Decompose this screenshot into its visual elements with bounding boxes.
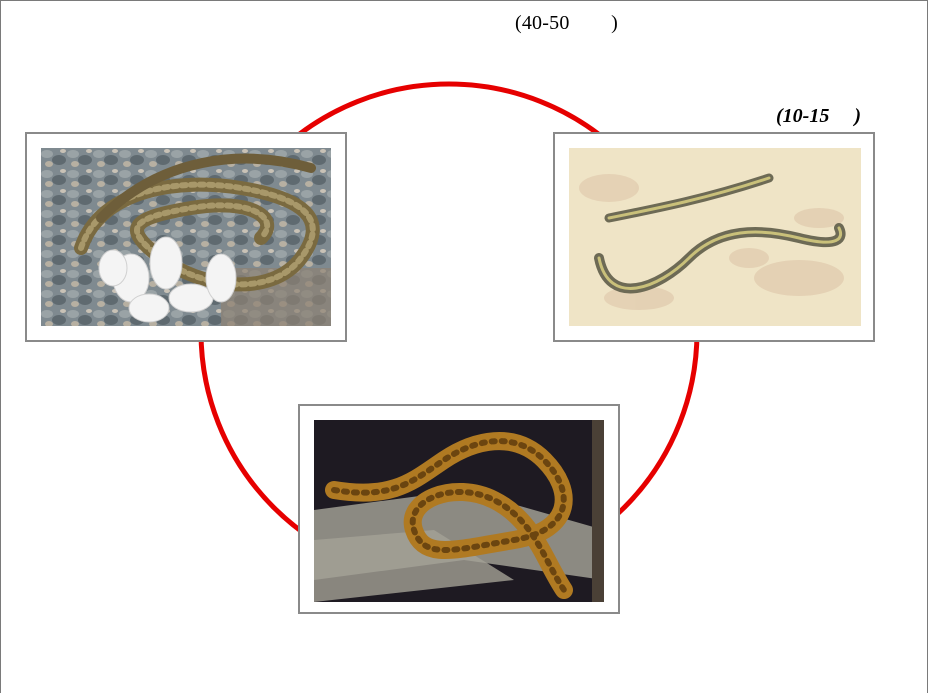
photo-frame-adult (298, 404, 620, 614)
photo-frame-juvenile (553, 132, 875, 342)
photo-frame-eggs (25, 132, 347, 342)
photo-snake-with-eggs (41, 148, 331, 326)
photo-adult-snake (314, 420, 604, 602)
photo-juvenile-snake (569, 148, 861, 326)
